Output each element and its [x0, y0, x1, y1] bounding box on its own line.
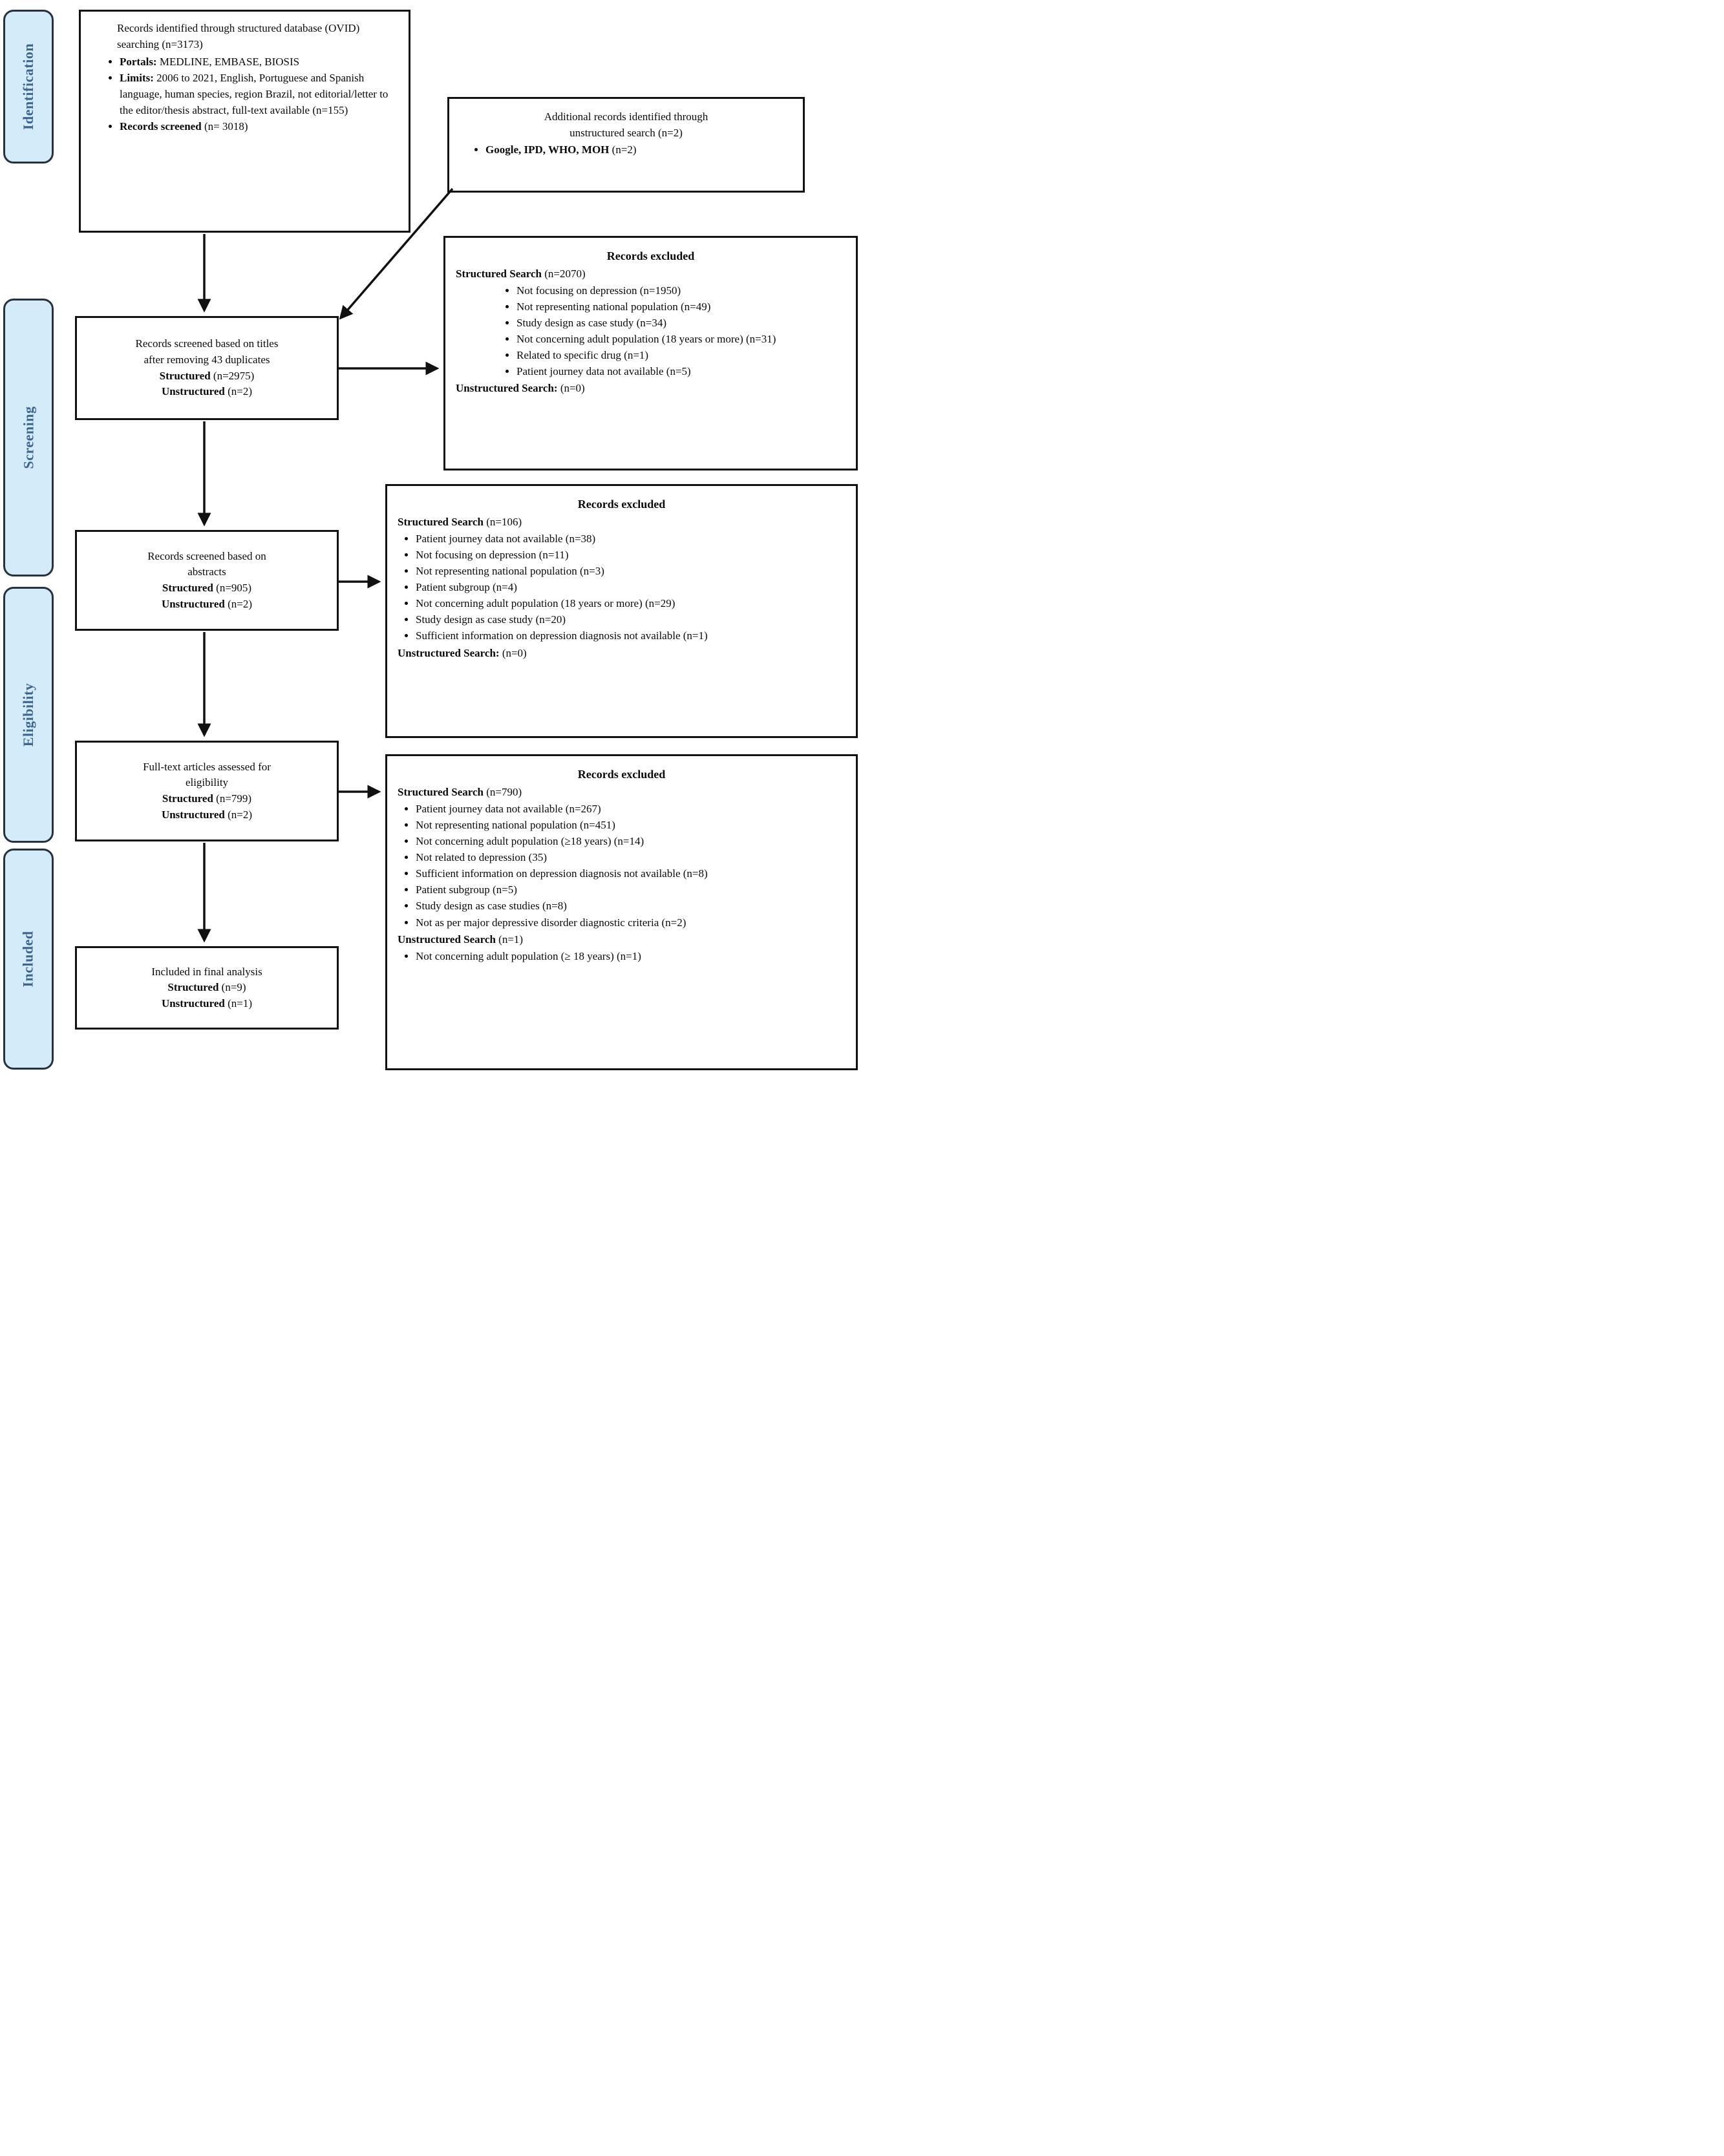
excluded-fulltext-header: Structured Search (n=790) — [398, 785, 522, 798]
text-line: Full-text articles assessed for — [143, 760, 271, 773]
bullet-item: Not concerning adult population (≥18 yea… — [416, 834, 843, 849]
bullet-item: Sufficient information on depression dia… — [416, 628, 843, 644]
bullet-item: Google, IPD, WHO, MOH (n=2) — [485, 142, 796, 158]
bullet-item: Sufficient information on depression dia… — [416, 866, 843, 882]
bullet-item: Not concerning adult population (18 year… — [416, 596, 843, 611]
excluded-titles-header: Structured Search (n=2070) — [456, 267, 586, 280]
bullet-item: Records screened (n= 3018) — [120, 119, 401, 135]
additional-records-bullets: Google, IPD, WHO, MOH (n=2) — [456, 142, 796, 158]
bullet-item: Limits: 2006 to 2021, English, Portugues… — [120, 70, 401, 119]
bullet-item: Not focusing on depression (n=11) — [416, 547, 843, 563]
excluded-fulltext-box: Records excluded Structured Search (n=79… — [385, 754, 858, 1070]
bullet-item: Patient journey data not available (n=26… — [416, 801, 843, 817]
text-line: abstracts — [187, 565, 226, 578]
excluded-fulltext-bullets: Patient journey data not available (n=26… — [396, 801, 847, 931]
text-line: Unstructured (n=1) — [161, 997, 253, 1009]
text-line: Included in final analysis — [151, 965, 262, 978]
text-line: Records screened based on titles — [135, 337, 279, 350]
records-identified-box: Records identified through structured da… — [79, 10, 410, 233]
records-identified-intro: Records identified through structured da… — [117, 22, 360, 50]
excluded-abstracts-footer: Unstructured Search: (n=0) — [398, 646, 527, 659]
excluded-abstracts-box: Records excluded Structured Search (n=10… — [385, 484, 858, 738]
stage-eligibility: Eligibility — [3, 587, 54, 843]
text-line: Structured (n=9) — [167, 981, 246, 994]
records-identified-bullets: Portals: MEDLINE, EMBASE, BIOSISLimits: … — [100, 54, 401, 135]
bullet-item: Study design as case studies (n=8) — [416, 898, 843, 914]
bullet-item: Portals: MEDLINE, EMBASE, BIOSIS — [120, 54, 401, 70]
excluded-fulltext-title: Records excluded — [577, 768, 666, 781]
text-line: Unstructured (n=2) — [161, 385, 253, 398]
excluded-abstracts-title: Records excluded — [577, 498, 666, 511]
prisma-flow-diagram: Identification Screening Eligibility Inc… — [0, 0, 862, 1078]
bullet-item: Study design as case study (n=20) — [416, 612, 843, 628]
excluded-titles-footer: Unstructured Search: (n=0) — [456, 382, 585, 395]
bullet-item: Not related to depression (35) — [416, 850, 843, 865]
text-line: eligibility — [185, 776, 229, 789]
excluded-fulltext-footer: Unstructured Search (n=1) — [398, 933, 524, 946]
text-line: after removing 43 duplicates — [144, 353, 270, 366]
excluded-titles-bullets: Not focusing on depression (n=1950)Not r… — [454, 283, 847, 380]
bullet-item: Not focusing on depression (n=1950) — [516, 283, 843, 299]
bullet-item: Not concerning adult population (≥ 18 ye… — [416, 949, 843, 964]
excluded-fulltext-footer-bullets: Not concerning adult population (≥ 18 ye… — [396, 949, 847, 964]
text-line: Unstructured (n=2) — [161, 597, 253, 610]
stage-screening-label: Screening — [20, 406, 37, 469]
bullet-item: Patient journey data not available (n=5) — [516, 364, 843, 379]
bullet-item: Patient journey data not available (n=38… — [416, 531, 843, 547]
excluded-abstracts-bullets: Patient journey data not available (n=38… — [396, 531, 847, 644]
fulltext-assessed-box: Full-text articles assessed for eligibili… — [75, 741, 339, 841]
stage-identification-label: Identification — [20, 43, 36, 131]
bullet-item: Not representing national population (n=… — [416, 818, 843, 833]
text-line: Additional records identified through — [544, 111, 708, 123]
stage-identification: Identification — [3, 10, 54, 164]
bullet-item: Not concerning adult population (18 year… — [516, 332, 843, 347]
stage-included: Included — [3, 849, 54, 1070]
excluded-titles-title: Records excluded — [606, 249, 695, 262]
bullet-item: Not as per major depressive disorder dia… — [416, 915, 843, 931]
bullet-item: Study design as case study (n=34) — [516, 315, 843, 331]
excluded-abstracts-header: Structured Search (n=106) — [398, 515, 522, 528]
stage-eligibility-label: Eligibility — [20, 682, 37, 747]
bullet-item: Not representing national population (n=… — [416, 564, 843, 579]
text-line: Structured (n=905) — [162, 582, 252, 594]
additional-records-box: Additional records identified through uns… — [447, 97, 805, 193]
text-line: unstructured search (n=2) — [569, 126, 683, 139]
text-line: Structured (n=799) — [162, 792, 252, 805]
excluded-titles-box: Records excluded Structured Search (n=20… — [443, 236, 858, 470]
bullet-item: Related to specific drug (n=1) — [516, 348, 843, 363]
screened-titles-box: Records screened based on titles after re… — [75, 316, 339, 420]
additional-records-lines: Additional records identified through uns… — [456, 109, 796, 141]
text-line: Structured (n=2975) — [159, 369, 255, 382]
text-line: Records screened based on — [147, 549, 266, 562]
text-line: Unstructured (n=2) — [161, 808, 253, 821]
stage-included-label: Included — [20, 931, 36, 988]
bullet-item: Not representing national population (n=… — [516, 299, 843, 315]
bullet-item: Patient subgroup (n=4) — [416, 580, 843, 595]
bullet-item: Patient subgroup (n=5) — [416, 882, 843, 898]
stage-screening: Screening — [3, 299, 54, 576]
